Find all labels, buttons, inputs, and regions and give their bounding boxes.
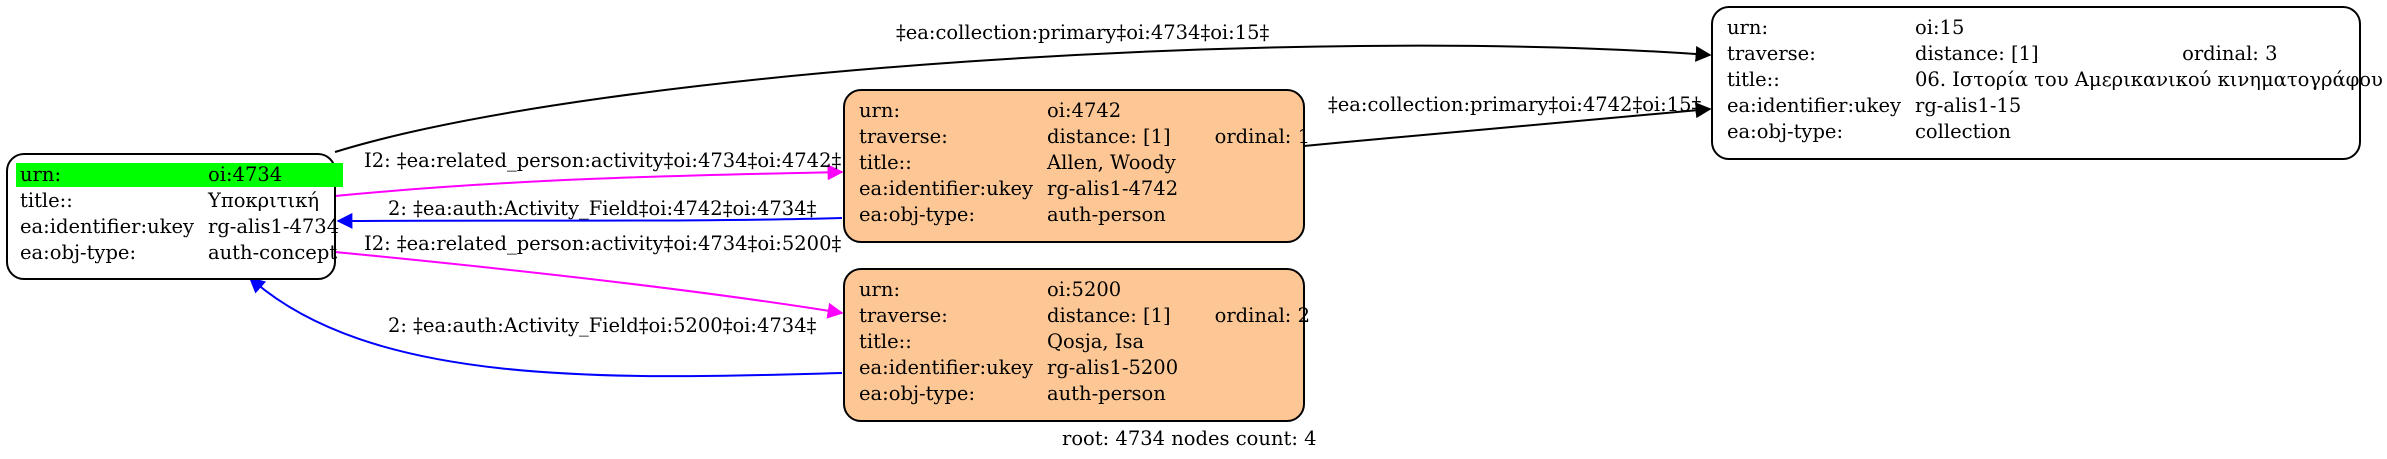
field-extra: ordinal: 2 [1214,304,1310,327]
edge-4734-4742 [334,164,844,197]
field-value: auth-person [1047,382,1166,405]
edge-5200-4734 [248,276,843,378]
edge-label-4742-15: ‡ea:collection:primary‡oi:4742‡oi:15‡ [1328,93,1702,116]
field-key: urn: [859,278,901,301]
field-key: ea:obj-type: [859,382,976,405]
field-value: distance: [1] [1047,125,1171,148]
field-value: Υποκριτική [208,189,320,212]
edge-label-4734-4742: I2: ‡ea:related_person:activity‡oi:4734‡… [364,149,842,172]
field-extra: ordinal: 1 [1214,125,1310,148]
field-value: oi:15 [1915,16,1965,39]
field-key: urn: [16,163,204,187]
edge-label-4734-15: ‡ea:collection:primary‡oi:4734‡oi:15‡ [896,21,1270,44]
field-key: ea:obj-type: [1727,120,1844,143]
field-value: auth-concept [208,241,338,264]
field-value: oi:4734 [204,163,344,187]
edge-4742-4734 [336,212,843,229]
field-value: rg-alis1-4734 [208,215,340,238]
field-key: ea:identifier:ukey [859,356,1033,379]
field-key: title:: [859,151,912,174]
edge-4734-15 [334,44,1712,153]
edge-label-5200-4734: 2: ‡ea:auth:Activity_Field‡oi:5200‡oi:47… [388,314,817,337]
field-value: collection [1915,120,2011,143]
node-oi-4742[interactable]: urn: oi:4742 traverse: distance: [1] ordina… [843,89,1310,243]
field-value: oi:5200 [1047,278,1122,301]
field-key: ea:obj-type: [859,203,976,226]
edge-4742-15 [1303,102,1712,147]
field-value: distance: [1] [1915,42,2039,65]
field-value: oi:4742 [1047,99,1122,122]
field-value: auth-person [1047,203,1166,226]
field-key: traverse: [859,304,948,327]
field-key: title:: [859,330,912,353]
field-key: title:: [1727,68,1780,91]
graph-footer: root: 4734 nodes count: 4 [1062,427,1317,450]
node-oi-4734[interactable]: urn:oi:4734 title::Υποκριτική ea:identif… [6,153,344,280]
field-value: rg-alis1-4742 [1047,177,1179,200]
field-value: Qosja, Isa [1047,330,1145,353]
field-value: rg-alis1-15 [1915,94,2022,117]
field-value: distance: [1] [1047,304,1171,327]
edge-4734-5200 [334,251,844,319]
field-key: urn: [1727,16,1769,39]
field-value: 06. Ιστορία του Αμερικανικού κινηματογρά… [1915,68,2383,91]
field-key: traverse: [1727,42,1816,65]
field-key: ea:identifier:ukey [859,177,1033,200]
node-oi-15[interactable]: urn: oi:15 traverse: distance: [1] ordinal:… [1711,6,2383,160]
field-key: traverse: [859,125,948,148]
field-key: ea:identifier:ukey [20,215,194,238]
field-key: ea:identifier:ukey [1727,94,1901,117]
field-extra: ordinal: 3 [2182,42,2278,65]
field-value: Allen, Woody [1047,151,1176,174]
edge-label-4734-5200: I2: ‡ea:related_person:activity‡oi:4734‡… [364,232,842,255]
field-key: urn: [859,99,901,122]
field-key: ea:obj-type: [20,241,137,264]
node-oi-5200[interactable]: urn: oi:5200 traverse: distance: [1] ordina… [843,268,1310,422]
field-value: rg-alis1-5200 [1047,356,1179,379]
edge-label-4742-4734: 2: ‡ea:auth:Activity_Field‡oi:4742‡oi:47… [388,197,817,220]
field-key: title:: [20,189,73,212]
